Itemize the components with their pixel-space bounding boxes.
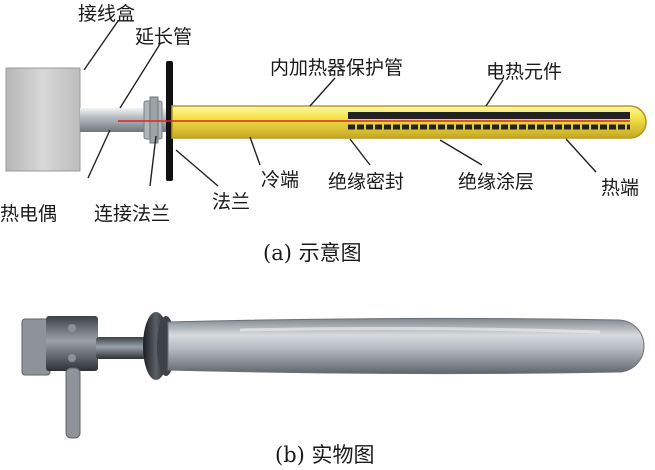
caption-b: (b) 实物图 <box>275 443 375 467</box>
photo-heater-rod <box>167 317 645 375</box>
connection-flange-collar <box>149 96 159 144</box>
photo-screw-bottom <box>68 354 76 362</box>
label-connection-flange: 连接法兰 <box>94 203 170 225</box>
label-insulation-seal: 绝缘密封 <box>328 171 404 193</box>
photo-junction-block <box>46 316 98 371</box>
product-photo: (b) 实物图 <box>21 312 645 467</box>
photo-neck <box>96 337 152 359</box>
label-extension-tube: 延长管 <box>135 26 192 48</box>
leader-lines <box>83 20 597 187</box>
heating-element-shape <box>348 112 630 130</box>
label-flange: 法兰 <box>212 191 250 213</box>
label-heating-element: 电热元件 <box>486 61 562 83</box>
schematic-diagram: 接线盒 延长管 内加热器保护管 电热元件 热电偶 连接法兰 法兰 冷端 绝缘密封… <box>0 3 647 265</box>
label-hot-end: 热端 <box>601 177 639 199</box>
caption-a: (a) 示意图 <box>263 241 362 265</box>
photo-cable-stem <box>65 367 81 439</box>
label-thermocouple: 热电偶 <box>0 203 57 225</box>
photo-screw-top <box>68 324 76 332</box>
label-insulation-coating: 绝缘涂层 <box>458 171 534 193</box>
protection-tube-shape <box>171 105 647 139</box>
junction-box-shape <box>5 67 81 172</box>
label-protection-tube: 内加热器保护管 <box>270 57 403 79</box>
label-cold-end: 冷端 <box>261 169 299 191</box>
photo-rod-highlight <box>239 326 601 334</box>
label-junction-box: 接线盒 <box>78 3 135 25</box>
photo-connector-plate <box>21 318 51 376</box>
